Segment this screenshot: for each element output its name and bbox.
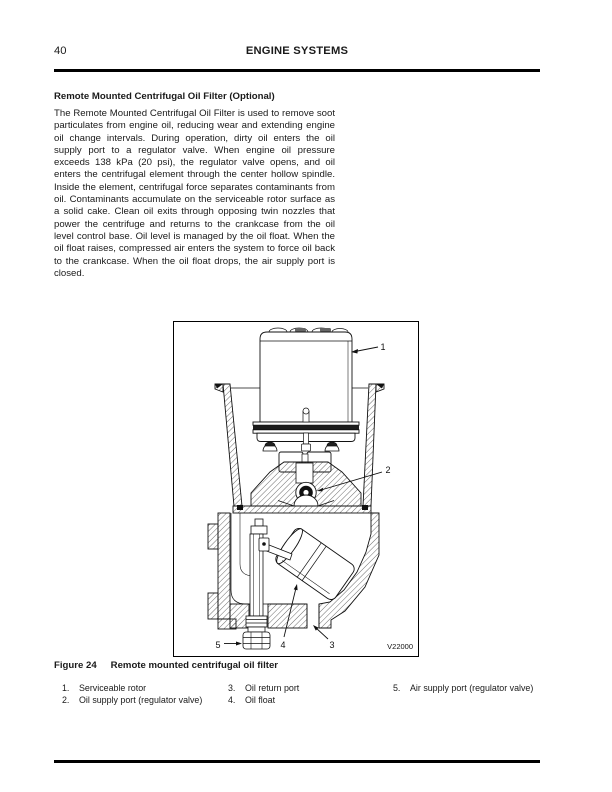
legend-item-number: 2. xyxy=(62,695,70,706)
legend-item-number: 4. xyxy=(228,695,236,706)
section-heading: Remote Mounted Centrifugal Oil Filter (O… xyxy=(54,91,275,102)
legend-item-label: Serviceable rotor xyxy=(79,683,147,693)
legend-item-label: Oil return port xyxy=(245,683,300,693)
spindle-slot xyxy=(295,462,314,484)
legend-item-number: 5. xyxy=(393,683,401,693)
callout-arrowheads xyxy=(236,349,358,646)
legend-item-label: Oil supply port (regulator valve) xyxy=(79,695,203,706)
callout-labels: 1 2 3 4 5 xyxy=(215,342,390,650)
legend-item-2: 2. Oil supply port (regulator valve) xyxy=(62,694,202,706)
figure-legend-column-2: 3. Oil return port 4. Oil float xyxy=(228,682,299,706)
legend-item-number: 3. xyxy=(228,683,236,693)
figure-caption-label: Figure 24 xyxy=(54,660,97,671)
serviceable-rotor-canister xyxy=(252,327,360,452)
figure-caption: Figure 24 Remote mounted centrifugal oil … xyxy=(54,660,278,671)
float-arm xyxy=(258,537,293,561)
cup-right-hook-tip xyxy=(376,384,384,389)
callout-3: 3 xyxy=(329,640,334,650)
figure-caption-text: Remote mounted centrifugal oil filter xyxy=(110,660,279,671)
figure-24-diagram: 1 2 3 4 5 V22000 xyxy=(173,321,419,657)
bearing-wings xyxy=(277,500,335,507)
legend-item-4: 4. Oil float xyxy=(228,694,299,706)
gasket-dot-left xyxy=(237,505,243,510)
drawing-code: V22000 xyxy=(387,642,413,651)
legend-item-number: 1. xyxy=(62,683,70,693)
legend-item-5: 5. Air supply port (regulator valve) xyxy=(393,682,533,694)
legend-item-1: 1. Serviceable rotor xyxy=(62,682,202,694)
figure-legend-column-1: 1. Serviceable rotor 2. Oil supply port (r… xyxy=(62,682,202,706)
legend-item-3: 3. Oil return port xyxy=(228,682,299,694)
callout-4: 4 xyxy=(280,640,285,650)
legend-item-label: Air supply port (regulator valve) xyxy=(410,683,534,693)
section-body-text: The Remote Mounted Centrifugal Oil Filte… xyxy=(54,108,335,279)
page-number: 40 xyxy=(54,45,67,57)
callout-leaders xyxy=(224,346,383,644)
cup-left-hook-tip xyxy=(215,384,223,389)
legend-item-label: Oil float xyxy=(245,695,276,706)
centrifugal-oil-filter-drawing: 1 2 3 4 5 V22000 xyxy=(207,327,413,651)
figure-legend-column-3: 5. Air supply port (regulator valve) xyxy=(393,682,533,694)
header-rule xyxy=(54,69,540,72)
standpipe-assembly xyxy=(245,518,268,633)
bearing-dome xyxy=(293,494,319,507)
page-header-title: ENGINE SYSTEMS xyxy=(245,45,349,57)
footer-rule xyxy=(54,760,540,763)
air-supply-hex-fitting xyxy=(242,631,271,650)
callout-5: 5 xyxy=(215,640,220,650)
canister-feet xyxy=(262,441,340,452)
callout-1: 1 xyxy=(380,342,385,352)
gasket-dot-right xyxy=(362,505,368,510)
callout-2: 2 xyxy=(385,465,390,475)
